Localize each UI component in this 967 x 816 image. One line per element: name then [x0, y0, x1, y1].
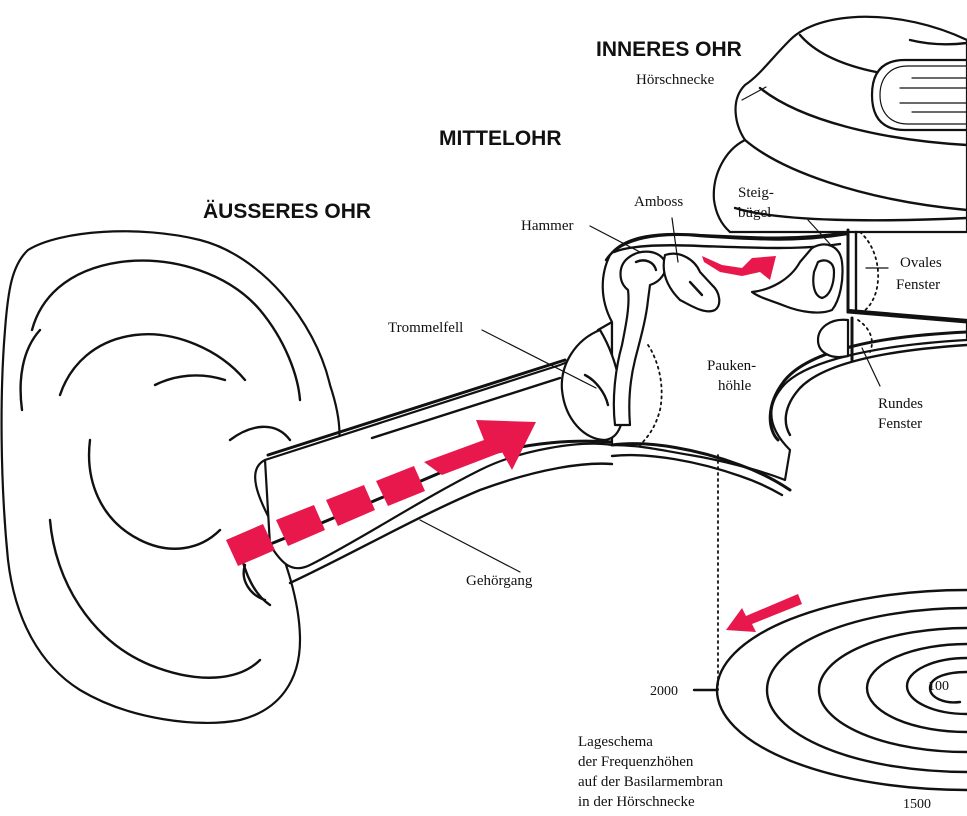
label-ear-canal: Gehörgang — [466, 573, 533, 589]
freq-caption-2: der Frequenzhöhen — [578, 754, 694, 770]
freq-value-bottom: 1500 — [903, 797, 931, 812]
heading-middle-ear: MITTELOHR — [439, 127, 561, 150]
label-oval-window-1: Ovales — [900, 255, 942, 271]
freq-caption-1: Lageschema — [578, 734, 653, 750]
heading-outer-ear: ÄUSSERES OHR — [203, 200, 371, 223]
label-round-window-1: Rundes — [878, 396, 923, 412]
label-oval-window-2: Fenster — [896, 277, 940, 293]
label-round-window-2: Fenster — [878, 416, 922, 432]
freq-value-outer: 2000 — [650, 684, 678, 699]
label-cochlea: Hörschnecke — [636, 72, 715, 88]
label-tympanic-cavity-1: Pauken- — [707, 358, 756, 374]
label-stapes-2: bügel — [738, 205, 771, 221]
label-eardrum: Trommelfell — [388, 320, 463, 336]
label-malleus: Hammer — [521, 218, 573, 234]
middle-ear-drawing — [562, 230, 967, 690]
label-incus: Amboss — [634, 194, 683, 210]
freq-caption-4: in der Hörschnecke — [578, 794, 695, 810]
freq-caption-3: auf der Basilarmembran — [578, 774, 723, 790]
label-tympanic-cavity-2: höhle — [718, 378, 752, 394]
heading-inner-ear: INNERES OHR — [596, 38, 742, 61]
arrow-cochlea-map — [726, 594, 802, 632]
freq-value-inner: 100 — [928, 679, 949, 694]
label-stapes-1: Steig- — [738, 185, 774, 201]
